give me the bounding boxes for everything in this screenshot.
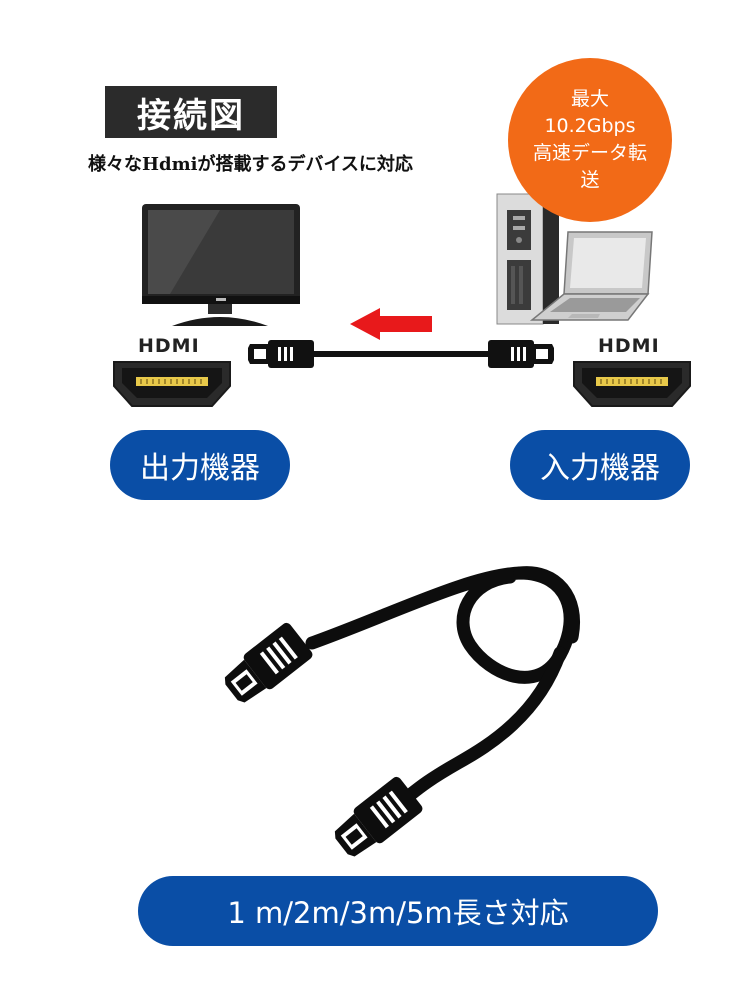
page-subtitle: 様々なHdmiが搭載するデバイスに対応 xyxy=(88,154,413,175)
hdmi-label-left: HDMI xyxy=(138,335,200,357)
speed-badge-line-4: 送 xyxy=(580,169,600,191)
hdmi-port-icon xyxy=(113,361,231,407)
speed-badge: 最大 10.2Gbps 高速データ転 送 xyxy=(508,58,672,222)
speed-badge-line-3: 高速データ転 xyxy=(532,142,647,164)
monitor-icon xyxy=(142,204,300,326)
coiled-hdmi-cable-icon xyxy=(224,566,580,857)
desktop-tower-icon xyxy=(496,193,559,325)
hdmi-port-icon xyxy=(573,361,691,407)
output-device-label: 出力機器 xyxy=(110,430,290,500)
input-device-label: 入力機器 xyxy=(510,430,690,500)
page-title: 接続図 xyxy=(105,86,277,138)
laptop-icon xyxy=(529,231,653,321)
arrow-left-icon xyxy=(350,308,432,340)
hdmi-label-right: HDMI xyxy=(598,335,660,357)
length-options-label: 1 m/2m/3m/5m長さ対応 xyxy=(138,876,658,946)
speed-badge-line-2: 10.2Gbps xyxy=(544,115,636,137)
speed-badge-line-1: 最大 xyxy=(570,88,609,110)
hdmi-cable-icon xyxy=(248,340,554,368)
